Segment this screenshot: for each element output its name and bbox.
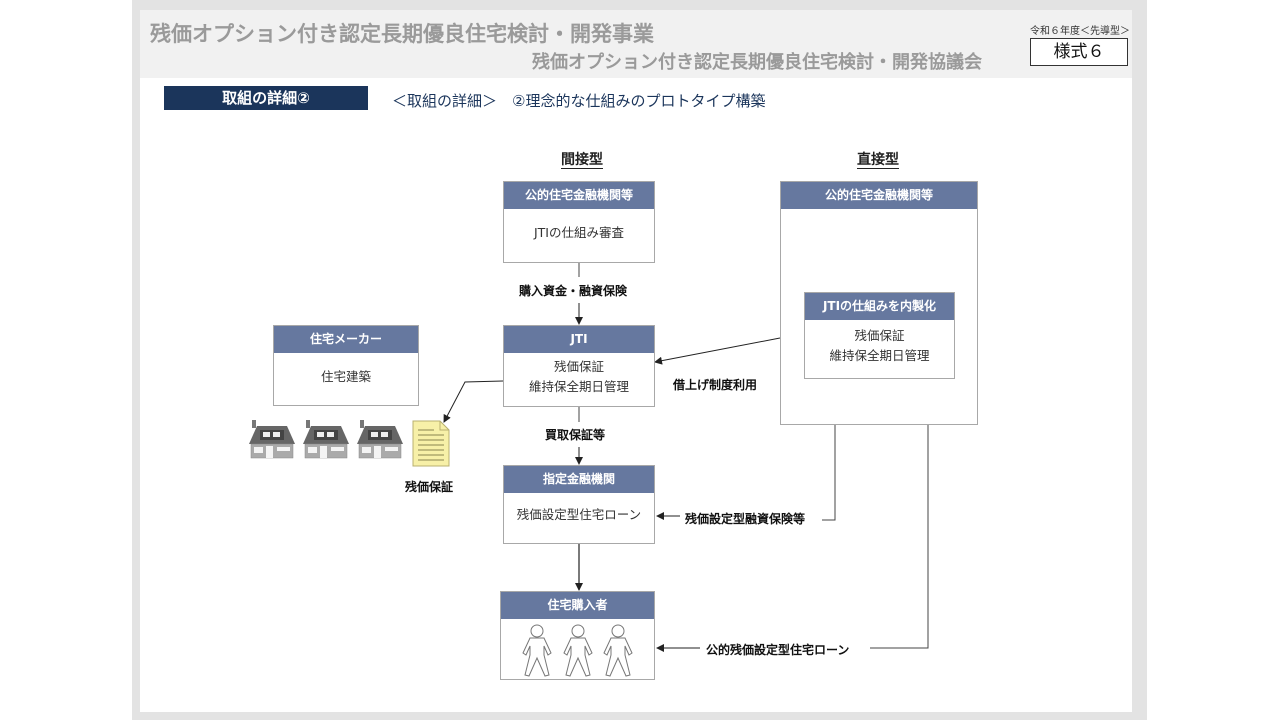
form-number-box: 様式６ xyxy=(1030,38,1128,66)
person-icon xyxy=(603,624,633,677)
node-body-line: 維持保全期日管理 xyxy=(829,348,930,363)
edge-label-public-residual-loan: 公的残価設定型住宅ローン xyxy=(706,643,850,657)
page-subtitle: 残価オプション付き認定長期優良住宅検討・開発協議会 xyxy=(532,52,982,73)
node-body-line: 残価保証 xyxy=(854,328,905,343)
document-icon xyxy=(412,420,450,467)
node-body-line: 残価設定型住宅ローン xyxy=(516,507,642,522)
node-body-line: JTIの仕組み審査 xyxy=(533,225,624,240)
house-icon xyxy=(357,420,403,459)
person-icon xyxy=(522,624,552,677)
node-header: JTIの仕組みを内製化 xyxy=(805,293,954,320)
edge-direct-to-bank xyxy=(822,425,836,521)
page-title: 残価オプション付き認定長期優良住宅検討・開発事業 xyxy=(150,22,654,46)
node-home-buyer: 住宅購入者 xyxy=(500,591,655,680)
node-body-line: 維持保全期日管理 xyxy=(528,379,629,394)
node-jti: JTI 残価保証 維持保全期日管理 xyxy=(503,325,655,407)
node-header: 住宅購入者 xyxy=(501,592,654,619)
house-icon xyxy=(249,420,295,459)
houses-group xyxy=(249,420,403,459)
persons-group xyxy=(522,624,633,677)
node-body-line: 住宅建築 xyxy=(320,369,371,384)
person-icon xyxy=(563,624,593,677)
edge-label-lease-system: 借上げ制度利用 xyxy=(673,378,758,392)
section-title: ＜取組の詳細＞ ②理念的な仕組みのプロトタイプ構築 xyxy=(392,92,766,110)
column-heading-direct: 直接型 xyxy=(857,152,899,168)
edge-direct-to-jti xyxy=(654,337,781,365)
node-designated-bank: 指定金融機関 残価設定型住宅ローン xyxy=(503,465,655,544)
fiscal-year-label: 令和６年度＜先導型＞ xyxy=(1030,26,1130,37)
node-jti-internalized: JTIの仕組みを内製化 残価保証 維持保全期日管理 xyxy=(804,292,955,379)
house-icon xyxy=(303,420,349,459)
edge-label-purchase-funds: 購入資金・融資保険 xyxy=(519,284,628,298)
node-house-maker: 住宅メーカー 住宅建築 xyxy=(273,325,419,406)
node-header: 住宅メーカー xyxy=(274,326,418,353)
document-label: 残価保証 xyxy=(405,480,454,494)
node-public-finance-indirect: 公的住宅金融機関等 JTIの仕組み審査 xyxy=(503,181,655,263)
node-header: 公的住宅金融機関等 xyxy=(504,182,654,209)
node-header: 指定金融機関 xyxy=(504,466,654,493)
node-body-line: 残価保証 xyxy=(553,359,604,374)
edge-label-buyback-guarantee: 買取保証等 xyxy=(545,428,606,442)
edge-jti-to-document xyxy=(443,380,504,423)
edge-direct-to-buyer xyxy=(870,425,929,649)
section-tag: 取組の詳細② xyxy=(164,86,368,110)
edge-label-residual-loan-insurance: 残価設定型融資保険等 xyxy=(685,512,806,526)
node-header: JTI xyxy=(504,326,654,353)
node-header: 公的住宅金融機関等 xyxy=(781,182,977,209)
column-heading-indirect: 間接型 xyxy=(561,152,603,168)
title-band: 残価オプション付き認定長期優良住宅検討・開発事業 残価オプション付き認定長期優良… xyxy=(140,10,1132,78)
